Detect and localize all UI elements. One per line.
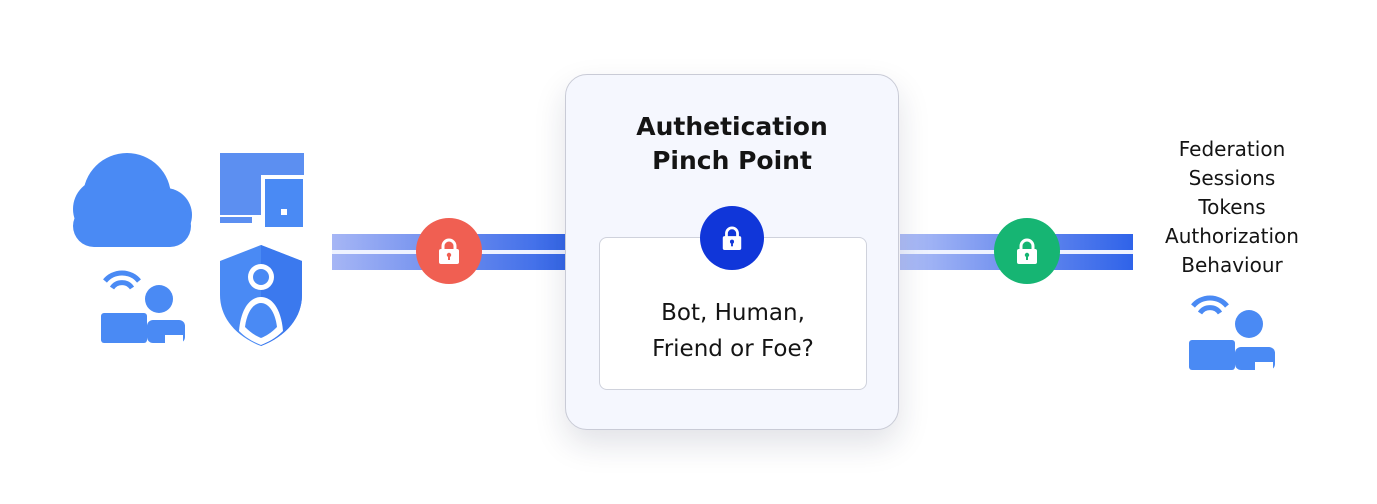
card-title-line1: Authetication — [636, 112, 828, 141]
cloud-icon — [73, 153, 192, 247]
lock-icon — [439, 238, 459, 264]
question-line1: Bot, Human, — [661, 300, 805, 326]
list-item: Federation — [1178, 137, 1286, 161]
list-item: Behaviour — [1181, 253, 1283, 277]
remote-user-icon — [1189, 295, 1275, 370]
capabilities-list: Federation Sessions Tokens Authorization… — [1147, 135, 1317, 280]
shield-user-icon — [220, 245, 302, 346]
right-lock-badge — [994, 218, 1060, 284]
list-item: Authorization — [1165, 224, 1299, 248]
left-lock-badge — [416, 218, 482, 284]
lock-icon — [722, 226, 742, 250]
card-title-line2: Pinch Point — [652, 146, 812, 175]
devices-icon — [220, 153, 307, 227]
remote-user-icon — [101, 270, 185, 343]
list-item: Sessions — [1188, 166, 1276, 190]
list-item: Tokens — [1198, 195, 1266, 219]
center-lock-badge — [700, 206, 764, 270]
destination-user-group — [1185, 290, 1285, 375]
lock-icon — [1017, 238, 1037, 264]
source-icons-group — [55, 145, 315, 355]
source-icons-svg — [73, 153, 307, 346]
auth-pinch-point-card: Authetication Pinch Point Bot, Human, Fr… — [565, 74, 899, 430]
question-line2: Friend or Foe? — [652, 336, 814, 362]
